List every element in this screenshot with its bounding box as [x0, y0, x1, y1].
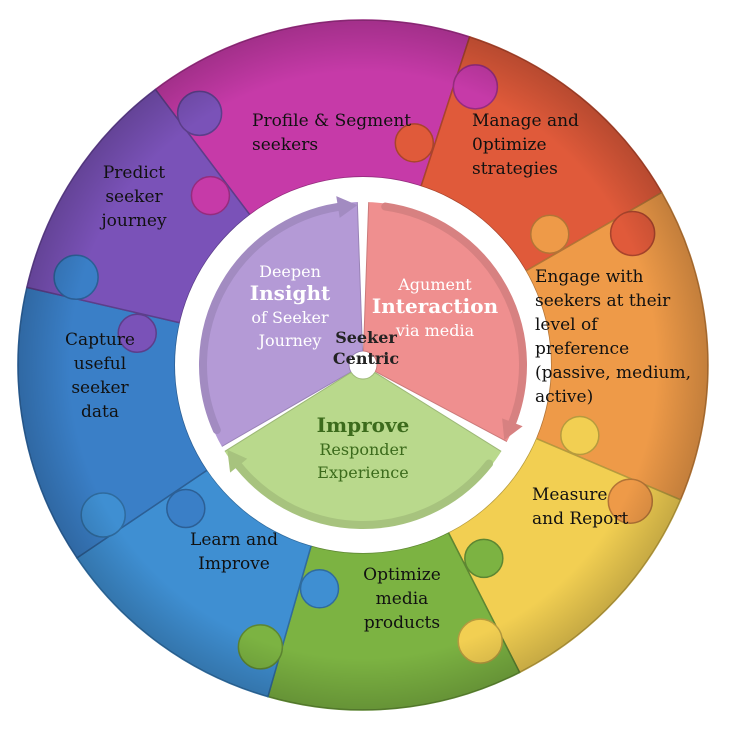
label-insight-line: of Seeker	[251, 308, 329, 327]
label-engage-line: (passive, medium,	[535, 363, 691, 383]
center-text-line: Centric	[333, 349, 399, 368]
label-insight-line: Insight	[250, 281, 331, 305]
label-profile-line: Profile & Segment	[252, 111, 411, 131]
label-experience-line: Experience	[317, 463, 408, 482]
label-learn-line: Learn and	[190, 530, 278, 550]
label-experience-line: Improve	[317, 413, 410, 437]
label-engage: Engage with seekers at their level of prefe…	[535, 267, 691, 407]
label-interaction-line: Interaction	[372, 294, 499, 318]
cycle-arrow-experience	[229, 455, 494, 529]
label-measure: Measure and Report	[532, 485, 628, 529]
label-optimize-line: Optimize	[363, 565, 441, 585]
label-capture: Capture useful seeker data	[65, 330, 135, 422]
cycle-arrow-insight	[199, 201, 351, 435]
outer-labels: Profile & Segment seekers Manage and 0ptimi…	[65, 111, 691, 633]
cycle-arrowhead-interaction	[502, 418, 523, 441]
label-engage-line: seekers at their	[535, 291, 671, 311]
label-measure-line: and Report	[532, 509, 628, 529]
label-optimize: Optimize media products	[363, 565, 441, 633]
cycle-arrows	[199, 196, 527, 529]
label-capture-line: useful	[74, 354, 126, 374]
label-predict-line: journey	[99, 211, 167, 231]
label-capture-line: seeker	[71, 378, 129, 398]
label-capture-line: Capture	[65, 330, 135, 350]
label-interaction-line: Agument	[397, 275, 472, 294]
label-manage-line: 0ptimize	[472, 135, 547, 155]
label-optimize-line: media	[376, 589, 429, 609]
center-text-line: Seeker	[335, 328, 397, 347]
cycle-arrowhead-insight	[336, 196, 358, 218]
label-manage-line: Manage and	[472, 111, 579, 131]
label-capture-line: data	[81, 402, 119, 422]
label-engage-line: level of	[535, 315, 599, 335]
label-learn-line: Improve	[198, 554, 270, 574]
cycle-arrow-interaction	[381, 202, 527, 435]
label-insight-line: Journey	[257, 331, 322, 350]
label-engage-line: active)	[535, 387, 593, 407]
label-manage: Manage and 0ptimize strategies	[472, 111, 579, 179]
label-interaction-line: via media	[395, 321, 475, 340]
inner-rim	[190, 192, 536, 538]
cycle-arrowhead-experience	[227, 449, 248, 473]
label-experience-line: Responder	[319, 440, 407, 459]
label-predict-line: seeker	[105, 187, 163, 207]
label-measure-line: Measure	[532, 485, 607, 505]
label-profile: Profile & Segment seekers	[252, 111, 411, 155]
label-engage-line: preference	[535, 339, 629, 359]
label-manage-line: strategies	[472, 159, 558, 179]
label-profile-line: seekers	[252, 135, 318, 155]
label-optimize-line: products	[364, 613, 440, 633]
label-predict-line: Predict	[103, 163, 165, 183]
label-engage-line: Engage with	[535, 267, 644, 287]
label-predict: Predict seeker journey	[99, 163, 167, 231]
label-insight-line: Deepen	[259, 262, 321, 281]
